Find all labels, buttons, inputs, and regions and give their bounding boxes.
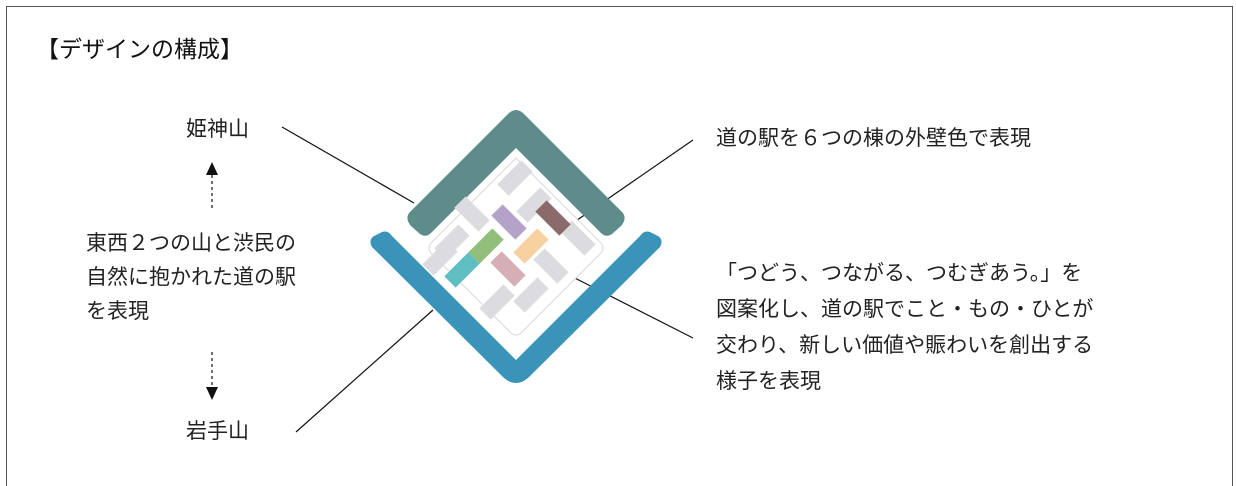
text-line: 東西２つの山と渋民の xyxy=(86,231,296,255)
tile xyxy=(497,160,533,196)
tile xyxy=(533,248,569,284)
text-line: 様子を表現 xyxy=(716,369,821,393)
tile xyxy=(516,187,552,223)
walls-description: 道の駅を６つの棟の外壁色で表現 xyxy=(716,126,1031,150)
text-line: を表現 xyxy=(86,299,149,323)
arrow-up-icon xyxy=(206,162,218,175)
tile xyxy=(513,277,549,313)
woven-tiles xyxy=(422,160,596,320)
tile xyxy=(422,240,458,276)
lower-chevron xyxy=(370,231,662,383)
label-himekami: 姫神山 xyxy=(186,117,249,141)
mountains-description: 東西２つの山と渋民の 自然に抱かれた道の駅 を表現 xyxy=(86,226,296,328)
tile xyxy=(479,284,515,320)
upper-chevron xyxy=(407,110,625,236)
leader-line-iwate xyxy=(295,309,434,433)
tile-orange xyxy=(513,228,549,264)
tile-brown xyxy=(535,200,571,236)
text-line: 図案化し、道の駅でこと・もの・ひとが xyxy=(716,297,1094,321)
leader-line-concept xyxy=(558,269,694,339)
text-line: 「つどう、つながる、つむぎあう。」を xyxy=(716,261,1083,285)
diagram-frame xyxy=(6,6,1233,486)
tile xyxy=(454,196,490,232)
leader-line-himekami xyxy=(281,126,415,204)
text-line: 交わり、新しい価値や賑わいを創出する xyxy=(716,333,1094,357)
tile-purple xyxy=(491,204,527,240)
tile-pink xyxy=(490,251,526,287)
tile-teal xyxy=(444,252,480,288)
arrow-down-icon xyxy=(206,387,218,400)
diagram-title: 【デザインの構成】 xyxy=(36,37,243,63)
concept-description: 「つどう、つながる、つむぎあう。」を 図案化し、道の駅でこと・もの・ひとが 交わ… xyxy=(716,255,1093,399)
text-line: 自然に抱かれた道の駅 xyxy=(86,265,296,289)
label-iwate: 岩手山 xyxy=(186,419,249,443)
inner-diamond xyxy=(428,157,604,336)
tile-green xyxy=(468,228,504,264)
tile xyxy=(560,220,596,256)
